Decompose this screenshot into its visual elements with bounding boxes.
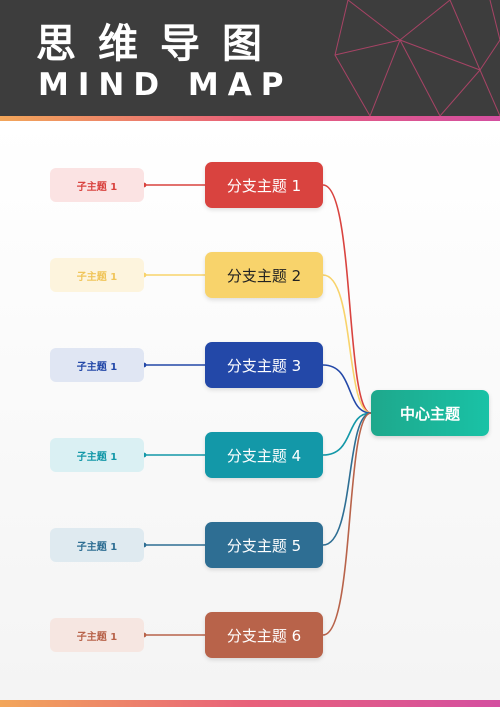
subtopic-label: 子主题 1: [76, 541, 118, 553]
branch-label: 分支主题 3: [226, 356, 302, 375]
connector-branch-3: [322, 364, 372, 414]
connector-branch-2: [322, 274, 372, 414]
branch-label: 分支主题 4: [226, 446, 302, 465]
central-topic-label: 中心主题: [399, 404, 460, 423]
polygon-decoration: [334, 0, 500, 116]
subtopic-4[interactable]: 子主题 1: [50, 438, 144, 472]
subtopic-label: 子主题 1: [76, 361, 118, 373]
connector-branch-1: [322, 184, 372, 414]
connector-branch-4: [322, 412, 372, 456]
branch-label: 分支主题 6: [226, 626, 302, 645]
footer-accent-line: [0, 700, 500, 707]
branch-topic-2[interactable]: 分支主题 2: [205, 252, 323, 298]
subtopic-1[interactable]: 子主题 1: [50, 168, 144, 202]
subtopic-2[interactable]: 子主题 1: [50, 258, 144, 292]
subtopic-3[interactable]: 子主题 1: [50, 348, 144, 382]
title-chinese: 思维导图: [36, 21, 284, 67]
subtopic-label: 子主题 1: [76, 181, 118, 193]
title-english: MIND MAP: [38, 67, 293, 103]
branch-topic-6[interactable]: 分支主题 6: [205, 612, 323, 658]
branch-topic-4[interactable]: 分支主题 4: [205, 432, 323, 478]
header-accent-line: [0, 116, 500, 121]
subtopic-5[interactable]: 子主题 1: [50, 528, 144, 562]
subtopic-label: 子主题 1: [76, 451, 118, 463]
connector-branch-6: [322, 412, 372, 636]
subtopic-label: 子主题 1: [76, 631, 118, 643]
branch-label: 分支主题 5: [226, 536, 302, 555]
subtopic-label: 子主题 1: [76, 271, 118, 283]
branch-label: 分支主题 1: [226, 176, 302, 195]
branch-topic-3[interactable]: 分支主题 3: [205, 342, 323, 388]
branch-topic-5[interactable]: 分支主题 5: [205, 522, 323, 568]
connector-branch-5: [322, 412, 372, 546]
branch-label: 分支主题 2: [226, 266, 302, 285]
branch-topic-1[interactable]: 分支主题 1: [205, 162, 323, 208]
central-topic[interactable]: 中心主题: [371, 390, 489, 436]
header-banner: 思维导图 MIND MAP: [0, 0, 500, 116]
subtopic-6[interactable]: 子主题 1: [50, 618, 144, 652]
